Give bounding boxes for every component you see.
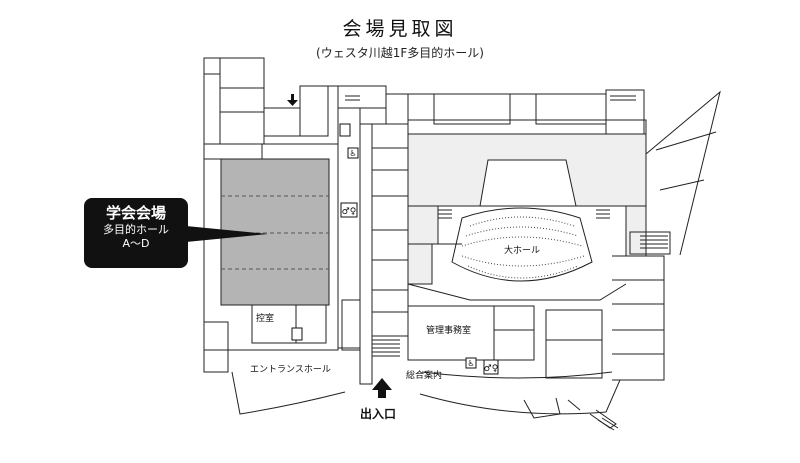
venue-callout: 学会会場 多目的ホール A〜D — [84, 198, 188, 268]
arrow-up-icon — [372, 378, 392, 398]
map-title: 会場見取図 — [342, 18, 458, 40]
arrow-down-icon — [287, 94, 298, 106]
svg-text:♂♀: ♂♀ — [484, 364, 499, 374]
svg-text:♿: ♿ — [467, 359, 474, 368]
callout-hall-rooms: A〜D — [122, 237, 150, 250]
information-desk-label: 総合案内 — [406, 371, 443, 381]
restroom-icon: ♂♀ ♂♀ — [340, 202, 499, 375]
entrance-label: 出入口 — [360, 407, 397, 421]
entrance-hall-label: エントランスホール — [250, 365, 331, 375]
management-office-label: 管理事務室 — [426, 326, 472, 336]
callout-title: 学会会場 — [105, 204, 166, 222]
wheelchair-icon: ♿ ♿ — [347, 147, 477, 369]
elevator-icon — [291, 123, 351, 341]
stairs-icon — [345, 95, 668, 431]
big-hall-label: 大ホール — [504, 246, 541, 256]
svg-text:♂♀: ♂♀ — [342, 207, 357, 217]
svg-text:♿: ♿ — [349, 149, 356, 158]
callout-hall-name: 多目的ホール — [103, 223, 169, 236]
multipurpose-hall-abcd — [220, 158, 330, 306]
map-subtitle: (ウェスタ川越1F多目的ホール) — [316, 46, 484, 60]
callout-pointer — [186, 226, 268, 242]
control-room-label: 控室 — [256, 314, 275, 324]
room-block-top-left — [203, 57, 265, 145]
